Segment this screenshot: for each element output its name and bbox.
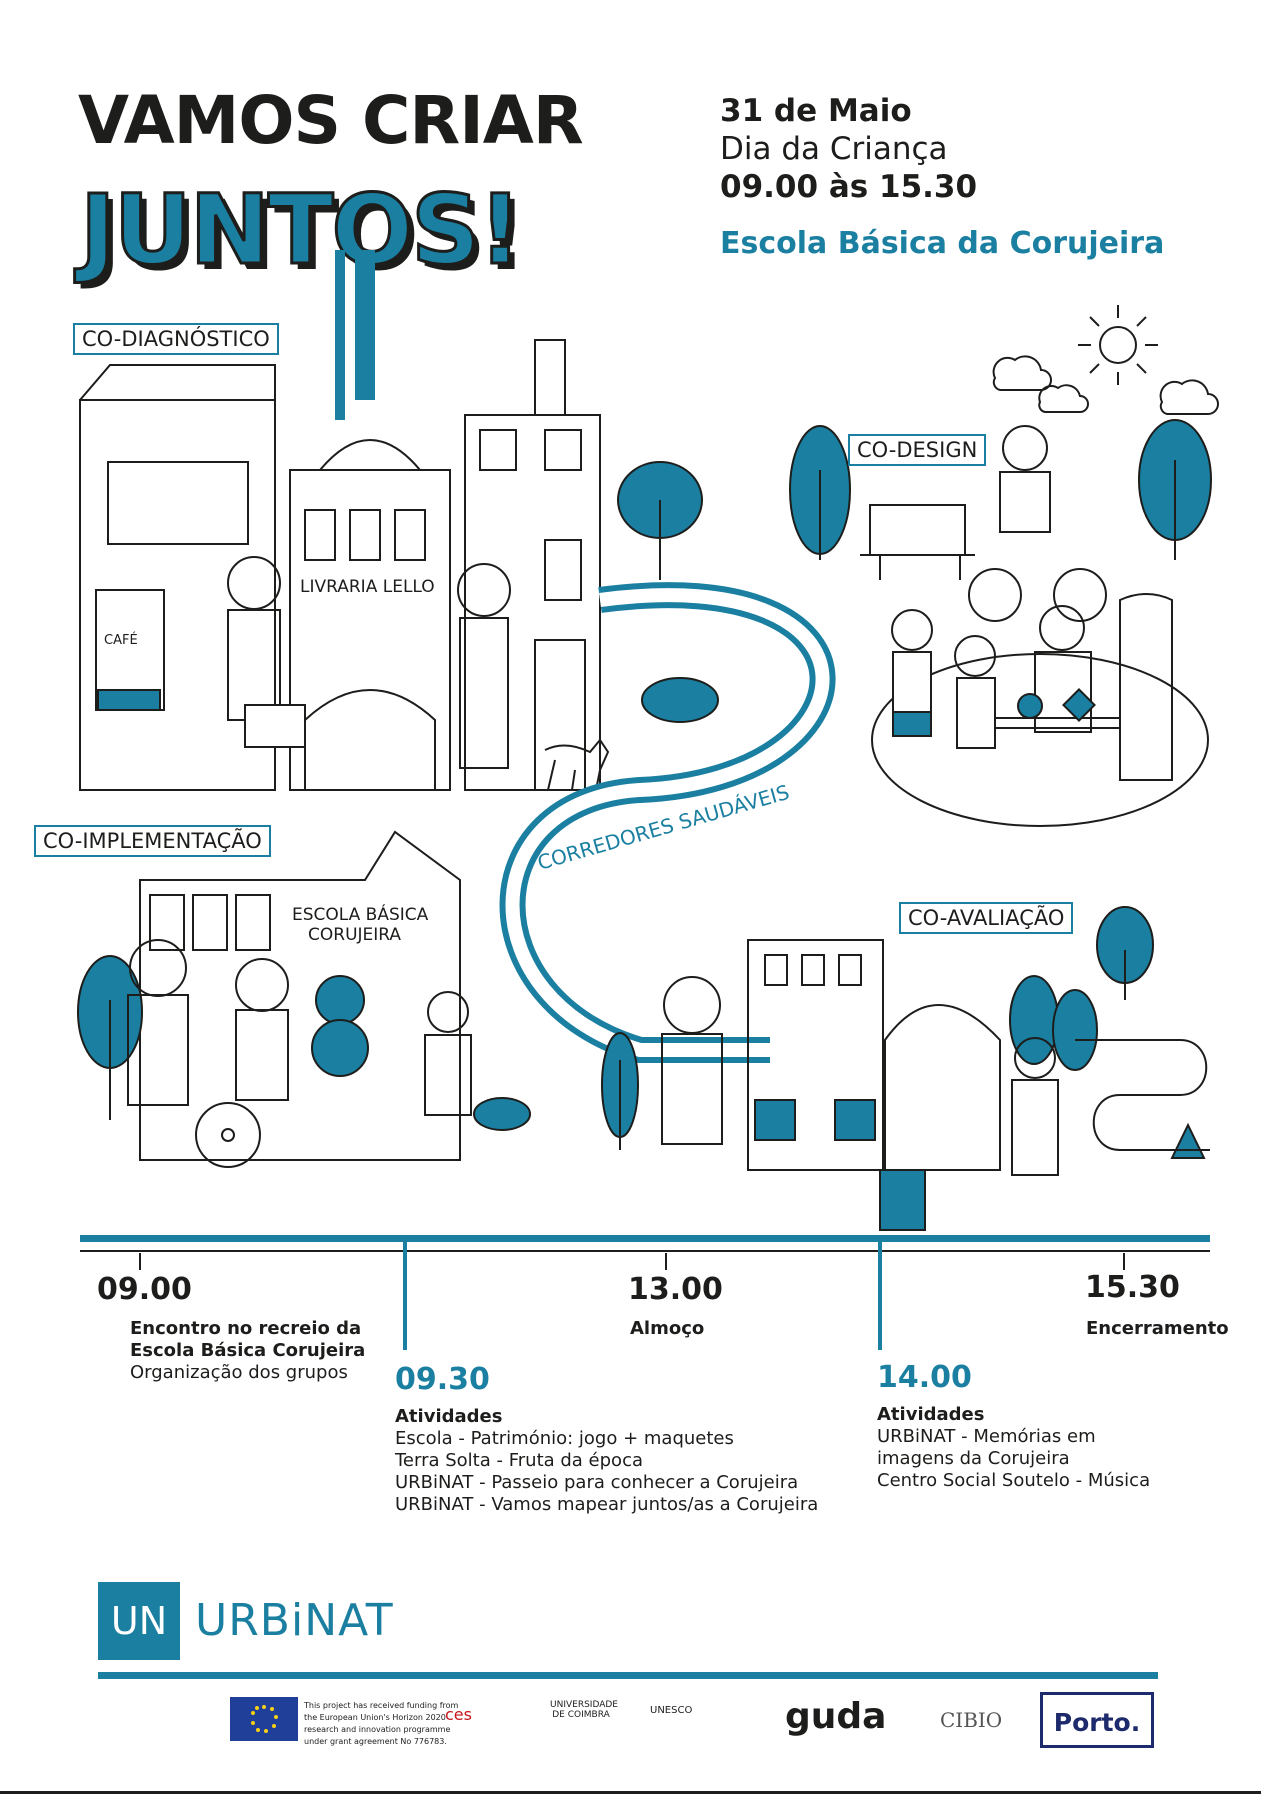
time-0930: 09.30: [395, 1362, 490, 1397]
guda-logo: guda: [785, 1696, 887, 1737]
event-occasion: Dia da Criança: [720, 131, 948, 167]
event-hours: 09.00 às 15.30: [720, 169, 978, 205]
ces-logo: ces: [445, 1705, 472, 1724]
timeline-item-0900: Encontro no recreio da Escola Básica Cor…: [130, 1318, 365, 1384]
stage-label-co-avaliacao: CO-AVALIAÇÃO: [899, 902, 1074, 934]
eu-funding-text: This project has received funding from t…: [304, 1700, 458, 1748]
item-line: imagens da Corujeira: [877, 1448, 1070, 1469]
item-title-line1: Encontro no recreio da: [130, 1318, 362, 1339]
bottom-border: [0, 1791, 1261, 1794]
stage-label-co-implementacao: CO-IMPLEMENTAÇÃO: [34, 825, 271, 857]
item-title: Atividades: [395, 1406, 503, 1427]
bookstore-sign: LIVRARIA LELLO: [300, 577, 435, 597]
item-line: URBiNAT - Vamos mapear juntos/as a Coruj…: [395, 1494, 819, 1515]
item-line: URBiNAT - Memórias em: [877, 1426, 1096, 1447]
item-line: Terra Solta - Fruta da época: [395, 1450, 643, 1471]
event-date: 31 de Maio: [720, 93, 912, 129]
unesco-logo: UNESCO: [650, 1705, 693, 1716]
stage-label-co-design: CO-DESIGN: [848, 434, 987, 466]
porto-logo: Porto.: [1040, 1692, 1154, 1748]
event-venue: Escola Básica da Corujeira: [720, 226, 1165, 261]
school-sign-line1: ESCOLA BÁSICA: [292, 903, 429, 925]
eu-text-line: the European Union's Horizon 2020: [304, 1713, 446, 1722]
footer-rule: [98, 1672, 1158, 1679]
item-title: Atividades: [877, 1404, 985, 1425]
urbinat-logo-mark: UN: [98, 1582, 180, 1660]
eu-flag-icon: [230, 1697, 298, 1741]
item-title: Encerramento: [1086, 1318, 1229, 1339]
time-1300: 13.00: [628, 1272, 723, 1307]
cafe-sign: CAFÉ: [104, 632, 138, 648]
stage-label-co-diagnostico: CO-DIAGNÓSTICO: [73, 323, 279, 355]
timeline-item-0930: Atividades Escola - Património: jogo + m…: [395, 1406, 818, 1516]
timeline-item-1300: Almoço: [630, 1318, 704, 1340]
eu-text-line: under grant agreement No 776783.: [304, 1737, 447, 1746]
urbinat-logo-name: URBiNAT: [195, 1595, 394, 1646]
item-line: URBiNAT - Passeio para conhecer a Coruje…: [395, 1472, 799, 1493]
eu-text-line: This project has received funding from: [304, 1701, 459, 1710]
timeline-axis: [80, 1235, 1210, 1350]
city-illustration: LIVRARIA LELLO CAFÉ ESCOLA BÁSICA CORUJE…: [77, 250, 1219, 1231]
item-title: Almoço: [630, 1318, 705, 1339]
time-0900: 09.00: [97, 1272, 192, 1307]
item-detail: Organização dos grupos: [130, 1362, 348, 1383]
time-1530: 15.30: [1085, 1270, 1180, 1305]
event-info: 31 de Maio Dia da Criança 09.00 às 15.30: [720, 92, 977, 206]
timeline-item-1530: Encerramento: [1086, 1318, 1229, 1340]
timeline-item-1400: Atividades URBiNAT - Memórias em imagens…: [877, 1404, 1150, 1492]
coimbra-logo: UNIVERSIDADE DE COIMBRA: [550, 1700, 618, 1720]
eu-text-line: research and innovation programme: [304, 1725, 451, 1734]
item-line: Escola - Património: jogo + maquetes: [395, 1428, 734, 1449]
title-line1: VAMOS CRIAR: [78, 82, 584, 159]
title-line2: JUNTOS!: [78, 174, 523, 286]
cibio-logo: CIBIO: [940, 1708, 1003, 1732]
school-sign-line2: CORUJEIRA: [308, 925, 401, 945]
item-line: Centro Social Soutelo - Música: [877, 1470, 1151, 1491]
time-1400: 14.00: [877, 1360, 972, 1395]
item-title-line2: Escola Básica Corujeira: [130, 1340, 366, 1361]
